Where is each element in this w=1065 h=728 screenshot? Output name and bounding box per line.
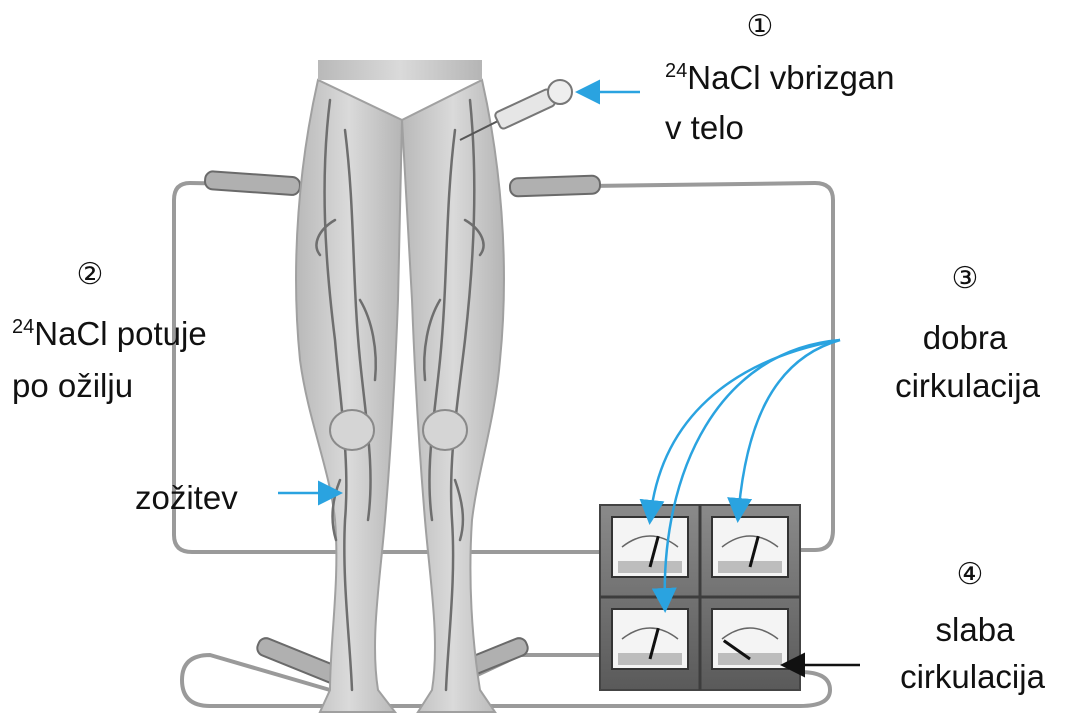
probe-group bbox=[204, 171, 600, 686]
right-knee bbox=[423, 410, 467, 450]
step-1-line-1: 24NaCl vbrizgan bbox=[665, 58, 895, 98]
step-2-line-1: 24NaCl potuje bbox=[12, 314, 207, 354]
tube-upper-right bbox=[515, 183, 833, 550]
step-1-line-2: v telo bbox=[665, 108, 744, 148]
narrowing-label: zožitev bbox=[135, 478, 238, 518]
step-3-number: ③ bbox=[940, 262, 990, 296]
isotope-mass-superscript: 24 bbox=[665, 60, 687, 82]
probe-upper-left bbox=[204, 171, 300, 196]
meter-1 bbox=[612, 517, 688, 577]
meter-3 bbox=[612, 609, 688, 669]
right-leg bbox=[402, 80, 504, 712]
step-2-number: ② bbox=[65, 258, 115, 292]
knees bbox=[330, 410, 467, 450]
step-4-number: ④ bbox=[945, 558, 995, 592]
step-2-line-2: po ožilju bbox=[12, 366, 133, 406]
detector-box bbox=[600, 505, 800, 690]
arrow-good-2 bbox=[738, 340, 840, 518]
step-3-line-2: cirkulacija bbox=[880, 366, 1055, 406]
hips bbox=[318, 60, 482, 80]
meter-2 bbox=[712, 517, 788, 577]
step-1-text: NaCl vbrizgan bbox=[687, 59, 894, 96]
step-2-text: NaCl potuje bbox=[34, 315, 206, 352]
step-1-number: ① bbox=[735, 10, 785, 44]
left-knee bbox=[330, 410, 374, 450]
meter-4 bbox=[712, 609, 788, 669]
isotope-mass-superscript: 24 bbox=[12, 316, 34, 338]
step-4-line-1: slaba bbox=[895, 610, 1055, 650]
probe-upper-right bbox=[510, 175, 601, 196]
step-4-line-2: cirkulacija bbox=[885, 657, 1060, 697]
step-3-line-1: dobra bbox=[885, 318, 1045, 358]
